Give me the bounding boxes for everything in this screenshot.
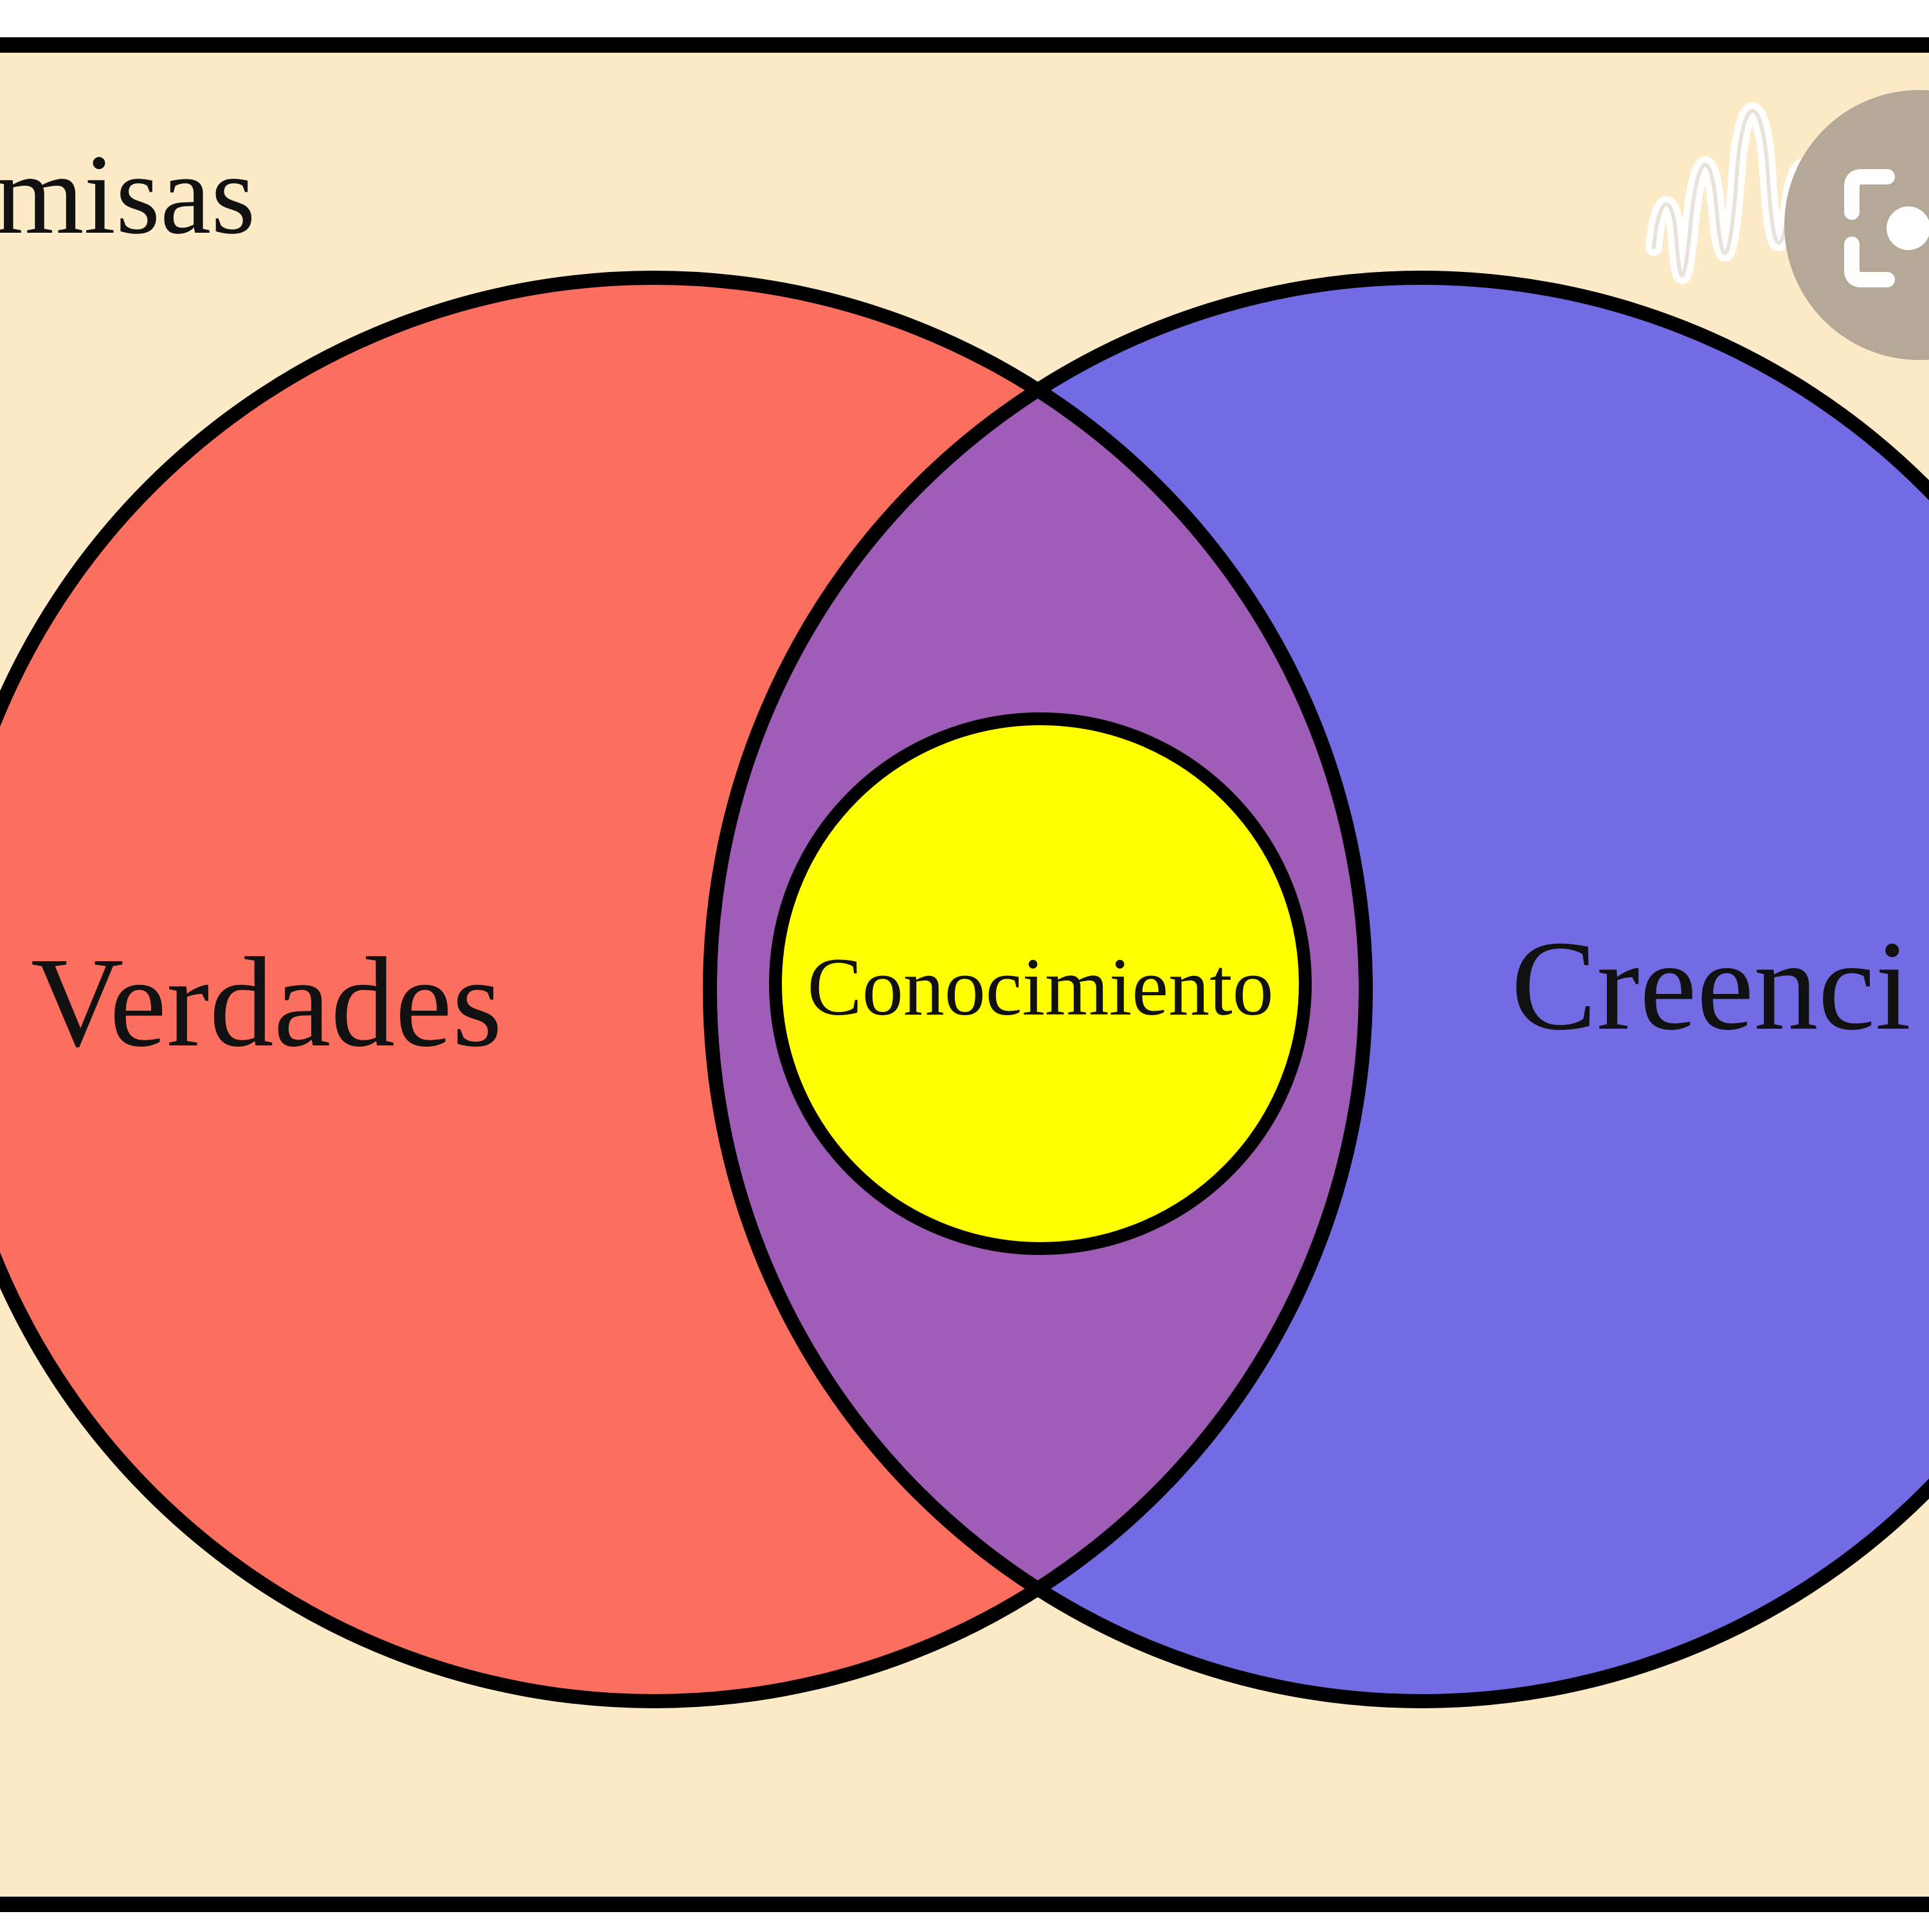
center-label: Conocimiento bbox=[807, 941, 1273, 1033]
right-set-outline bbox=[703, 271, 1929, 1708]
left-set-label: Verdades bbox=[31, 932, 502, 1074]
overlap-region bbox=[710, 278, 1366, 1701]
center-circle bbox=[769, 712, 1312, 1255]
screenshot-icon[interactable] bbox=[1784, 90, 1929, 360]
top-label: misas bbox=[0, 131, 255, 258]
left-set-outline bbox=[0, 271, 1373, 1708]
right-set-label: Creenci bbox=[1511, 915, 1911, 1057]
